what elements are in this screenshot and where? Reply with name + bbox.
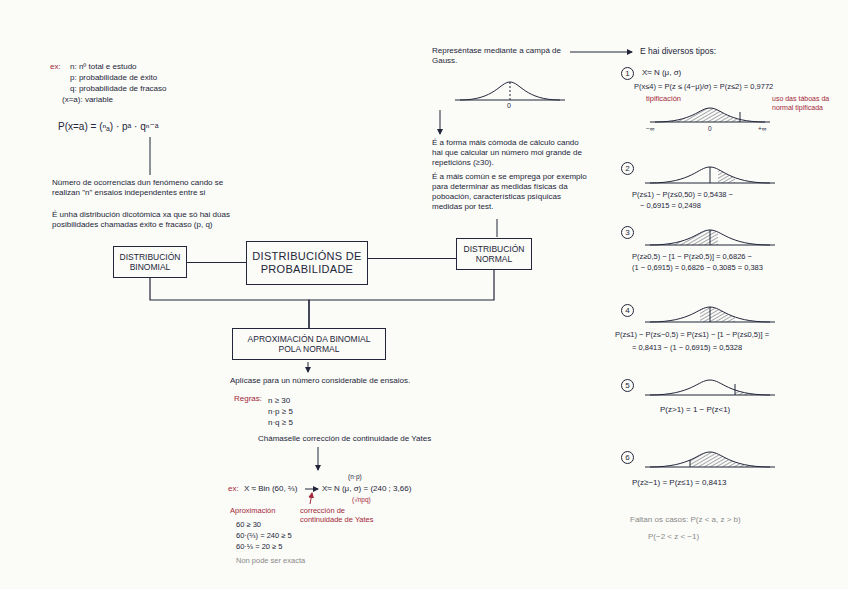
note-text: (√npq)	[352, 496, 371, 504]
note-text: E hai diversos tipos:	[640, 46, 716, 57]
step-number-circle: 5	[621, 379, 634, 392]
note-text: ex:	[228, 484, 239, 494]
callout-number: 4	[625, 306, 629, 316]
note-text: P(z≥−1) = P(z≤1) = 0,8413	[632, 478, 726, 488]
note-text: P(x≤4) = P(z ≤ (4−μ)/σ) = P(z≤2) = 0,977…	[634, 82, 773, 91]
callout-number: 2	[625, 164, 629, 174]
note-text: +∞	[758, 125, 766, 133]
box-title: DISTRIBUCIÓN NORMAL	[462, 244, 526, 264]
concept-box: APROXIMACIÓN DA BINOMIAL POLA NORMAL	[232, 328, 386, 360]
step-number-circle: 3	[621, 226, 634, 239]
note-text: P(x=a) = (ⁿₐ) · pᵃ · qⁿ⁻ᵃ	[58, 121, 158, 134]
note-text: uso das táboas da normal tipificada	[772, 95, 840, 113]
note-text: Represéntase mediante a campá de Gauss.	[432, 46, 572, 66]
note-text: É a forma máis cómoda de cálculo cando h…	[432, 138, 584, 168]
note-text: Número de ocorrencias dun fenómeno cando…	[52, 178, 230, 198]
note-text: Aplícase para un número considerable de …	[230, 376, 410, 386]
note-text: = 0,8413 − (1 − 0,6915) = 0,5328	[632, 343, 742, 352]
connector-line	[187, 262, 246, 263]
note-text: X ≈ Bin (60, ⅔)	[244, 484, 297, 494]
note-text: É a máis común e se emprega por exemplo …	[432, 172, 588, 212]
note-text: 0	[507, 102, 511, 111]
note-text: P(z>1) = 1 − P(z<1)	[660, 405, 730, 415]
note-text: P(z≤1) − P(z≤0,50) = 0,5438 −	[632, 190, 733, 199]
note-text: 0	[708, 125, 712, 133]
note-text: (x=a): variable	[62, 95, 113, 105]
note-text: ex:	[50, 62, 61, 72]
note-text: (1 − 0,6915) = 0,6826 − 0,3085 = 0,383	[632, 263, 763, 272]
callout-number: 1	[625, 69, 629, 79]
concept-box: DISTRIBUCIÓN BINOMIAL	[113, 246, 187, 278]
note-text: 60·⅓ = 20 ≥ 5	[236, 542, 282, 551]
note-text: X≈ N (μ, σ) = (240 ; 3,66)	[322, 484, 411, 494]
box-title: DISTRIBUCIÓN BINOMIAL	[119, 252, 181, 272]
box-title: APROXIMACIÓN DA BINOMIAL POLA NORMAL	[238, 334, 380, 354]
note-text: Regras:	[234, 394, 262, 404]
note-text: P(z≥0,5) − [1 − P(z≥0,5)] = 0,6826 −	[632, 252, 752, 261]
step-number-circle: 2	[621, 162, 634, 175]
connector-line	[150, 278, 309, 328]
callout-number: 5	[625, 381, 629, 391]
callout-number: 6	[625, 453, 629, 463]
connector-line	[368, 258, 456, 259]
note-text: 60·(⅔) = 240 ≥ 5	[236, 531, 292, 540]
note-text: n·p ≥ 5	[268, 407, 293, 417]
note-text: − 0,6915 = 0,2498	[640, 201, 701, 210]
note-text: q: probabilidade de fracaso	[70, 84, 167, 94]
note-text: n: nº total e estudo	[70, 62, 137, 72]
note-text: n ≥ 30	[268, 396, 290, 406]
callout-number: 3	[625, 228, 629, 238]
step-number-circle: 4	[621, 304, 634, 317]
step-number-circle: 1	[621, 67, 634, 80]
note-text: É unha distribución dicotómica xa que só…	[52, 210, 230, 230]
step-number-circle: 6	[621, 451, 634, 464]
concept-box: DISTRIBUCIÓN NORMAL	[456, 238, 532, 270]
note-text: 60 ≥ 30	[236, 520, 261, 529]
note-text: n·q ≥ 5	[268, 418, 293, 428]
note-text: corrección de continuidade de Yates	[300, 506, 380, 525]
note-text: Non pode ser exacta	[236, 556, 305, 565]
note-text: Aproximación	[230, 506, 275, 515]
concept-box: DISTRIBUCIÓNS DE PROBABILIDADE	[246, 241, 368, 285]
note-text: tipificación	[646, 94, 681, 103]
note-text: −∞	[646, 125, 654, 133]
note-text: (n·p)	[348, 473, 362, 481]
note-text: Faltan os casos: P(z < a, z > b)	[630, 515, 741, 525]
box-title: DISTRIBUCIÓNS DE PROBABILIDADE	[252, 250, 362, 276]
note-text: P(z≤1) − P(z≤−0,5) = P(z≤1) − [1 − P(z≤0…	[615, 330, 843, 339]
note-text: P(−2 < z < −1)	[648, 532, 699, 542]
note-text: Chámaselle corrección de continuidade de…	[258, 434, 431, 444]
note-text: p: probabilidade de éxito	[70, 73, 157, 83]
note-text: X≈ N (μ, σ)	[642, 68, 681, 78]
